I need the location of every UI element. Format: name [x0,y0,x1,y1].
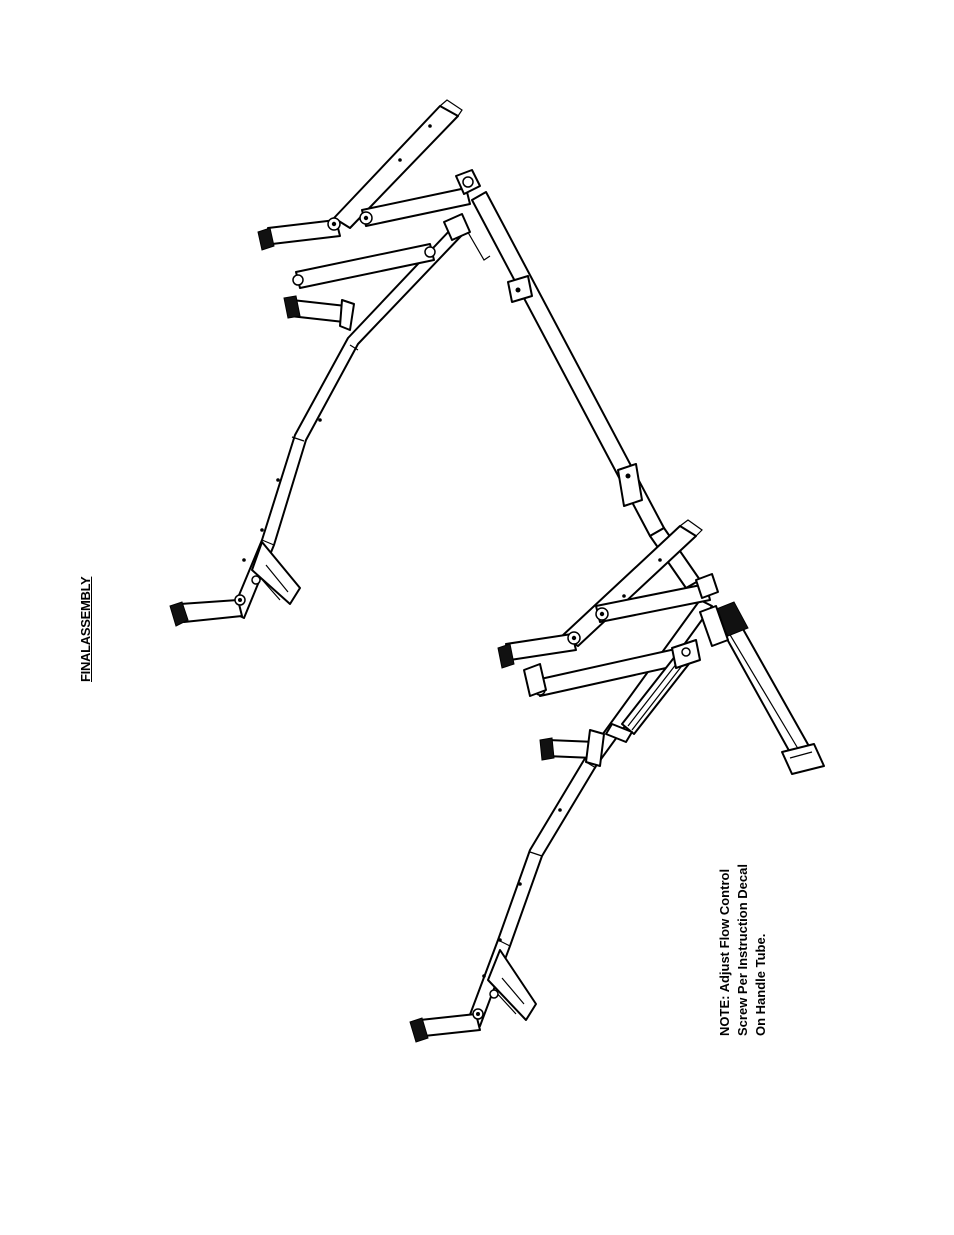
left-rear-foot-tube [179,599,243,623]
right-top-handle-stub [505,633,577,661]
note-line: NOTE: Adjust Flow Control [717,868,732,1036]
right-top-diagonal-tube [561,525,697,647]
flow-control-note: NOTE: Adjust Flow Control Screw Per Inst… [716,864,770,1036]
left-rear-foot-bracket [251,541,301,605]
right-side-frame [409,519,825,1043]
right-rear-foot-bracket [487,949,537,1021]
right-rear-foot-tube [419,1013,481,1037]
left-side-frame [169,99,481,627]
note-line: Screw Per Instruction Decal [735,864,750,1036]
handle-tube [699,601,825,775]
handle-end-block [781,743,825,775]
left-top-diagonal-tube [333,105,459,229]
left-middle-handle-cap [283,295,301,319]
note-line: On Handle Tube. [753,933,768,1036]
left-rear-foot-cap [169,601,189,627]
right-pivot-block [695,573,719,599]
right-middle-handle-cap [539,737,555,761]
center-long-tube [443,191,701,589]
right-rear-foot-cap [409,1017,429,1043]
left-top-handle-cap [257,227,275,251]
right-top-handle-cap [497,643,515,669]
page-title: FINALASSEMBLY [78,576,93,682]
hydraulic-cylinder [605,639,701,743]
